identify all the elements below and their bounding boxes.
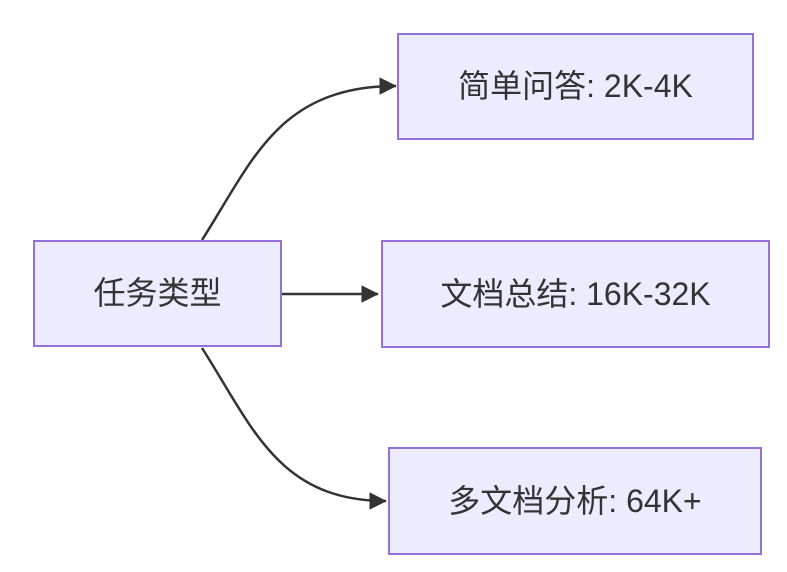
node-multi-doc-label: 多文档分析: 64K+ bbox=[448, 482, 702, 519]
node-task-type-label: 任务类型 bbox=[93, 275, 222, 312]
edge-task-type-to-multi-doc bbox=[200, 347, 387, 510]
edge-task-type-to-simple-qa bbox=[200, 77, 397, 241]
node-simple-qa: 简单问答: 2K-4K bbox=[397, 33, 754, 140]
node-simple-qa-label: 简单问答: 2K-4K bbox=[458, 68, 693, 105]
node-doc-summary-label: 文档总结: 16K-32K bbox=[440, 275, 711, 312]
node-multi-doc: 多文档分析: 64K+ bbox=[388, 447, 762, 555]
node-doc-summary: 文档总结: 16K-32K bbox=[381, 240, 770, 348]
node-task-type: 任务类型 bbox=[33, 240, 282, 347]
